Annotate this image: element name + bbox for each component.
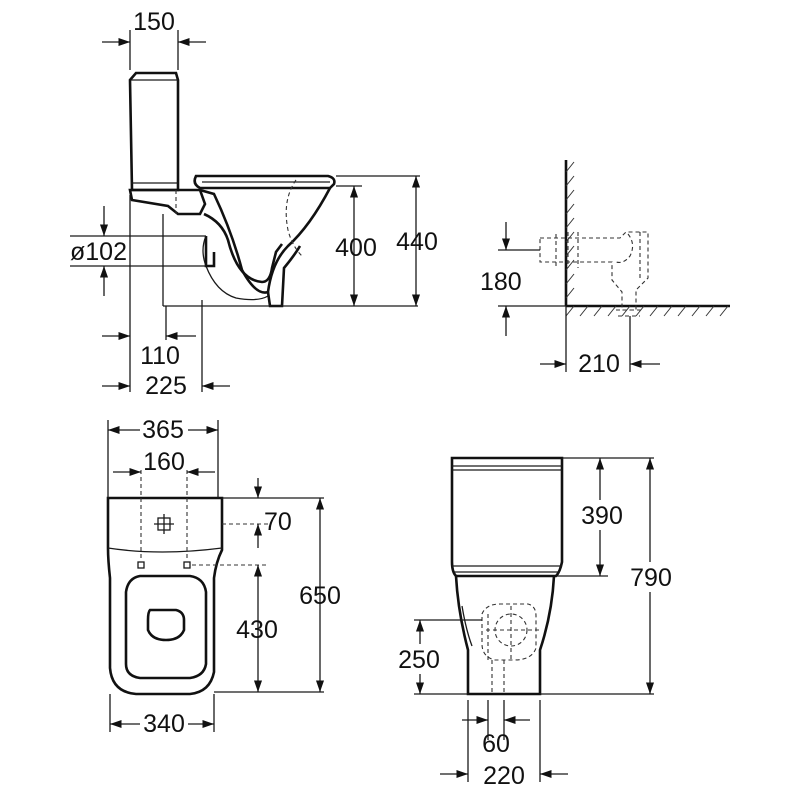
front-pedestal-outline	[454, 575, 556, 696]
dim-top-bowl-width: 340	[143, 710, 185, 738]
dim-top-fixing-to-front: 430	[236, 616, 278, 644]
dim-side-tank-depth: 150	[133, 8, 175, 36]
dim-top-fixing-offset: 70	[264, 508, 292, 536]
side-foot	[266, 245, 302, 308]
dim-side-seat-height: 400	[335, 234, 377, 262]
dim-front-outlet-height: 250	[398, 646, 440, 674]
dim-top-fixing-spacing: 160	[143, 448, 185, 476]
dim-side-total-height: 440	[396, 228, 438, 256]
dim-top-total-length: 650	[299, 582, 341, 610]
dim-front-outlet-width: 60	[482, 730, 510, 758]
side-bowl-body	[199, 187, 332, 294]
side-cistern-outline	[128, 71, 180, 192]
wall-hatching	[565, 161, 575, 299]
side-seat-lid	[193, 174, 336, 190]
top-seat-outline	[124, 574, 208, 680]
front-outlet-hidden	[481, 603, 537, 661]
top-bowl-opening	[146, 608, 186, 642]
dim-side-outlet-offset: 110	[140, 342, 180, 370]
side-view: 150 ø102 400 440 110 225	[70, 8, 438, 400]
dim-wall-outlet-distance: 210	[578, 350, 620, 378]
floor-hatching	[565, 305, 729, 317]
dim-side-outlet-diameter: ø102	[70, 238, 127, 266]
top-view: 365 160 70 430 650 340	[106, 416, 341, 738]
side-connector	[128, 188, 207, 216]
wall-outlet-pipe	[539, 231, 649, 311]
front-view: 390 790 250 60 220	[390, 456, 682, 790]
dim-side-rear-depth: 225	[145, 372, 187, 400]
side-trapway	[203, 212, 284, 284]
dim-wall-outlet-height: 180	[480, 268, 522, 296]
dim-front-base-width: 220	[483, 762, 525, 790]
dim-top-tank-width: 365	[142, 416, 184, 444]
side-outlet-spigot	[204, 236, 216, 268]
dim-front-tank-height: 390	[581, 502, 623, 530]
dim-front-total-height: 790	[630, 564, 672, 592]
front-tank-outline	[450, 456, 564, 578]
wall-detail-view: 180 210	[480, 160, 730, 378]
